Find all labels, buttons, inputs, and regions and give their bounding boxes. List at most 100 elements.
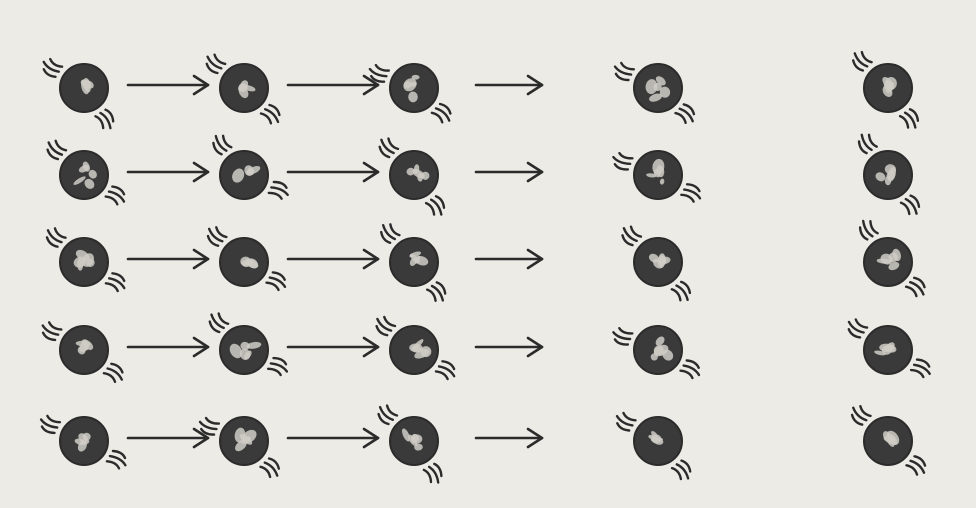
right-arrow-icon — [476, 429, 542, 447]
vibrating-particle-icon — [860, 221, 924, 296]
right-arrow-icon — [128, 429, 208, 447]
motion-line — [870, 221, 877, 233]
right-arrow-icon — [288, 338, 378, 356]
vibrating-particle-icon — [213, 136, 287, 199]
motion-line — [901, 203, 909, 214]
motion-line — [387, 406, 397, 416]
motion-line — [900, 116, 908, 128]
motion-line — [681, 371, 693, 378]
motion-line — [436, 371, 448, 379]
right-arrow-icon — [128, 338, 208, 356]
vibrating-particle-icon — [210, 314, 287, 376]
motion-line — [619, 153, 632, 158]
vibrating-particle-icon — [859, 135, 919, 214]
right-arrow-icon — [476, 76, 542, 94]
motion-line — [219, 314, 228, 324]
motion-line — [110, 456, 126, 465]
motion-line — [631, 227, 641, 237]
motion-line — [617, 416, 632, 425]
motion-line — [106, 283, 118, 291]
motion-line — [390, 224, 399, 235]
right-arrow-icon — [288, 250, 378, 268]
vibrating-particle-icon — [613, 326, 699, 378]
motion-line — [676, 113, 686, 123]
motion-line — [269, 193, 282, 199]
vibrating-particle-icon — [613, 151, 700, 202]
motion-line — [56, 141, 66, 151]
motion-line — [615, 339, 628, 344]
right-arrow-icon — [476, 250, 542, 268]
motion-line — [50, 59, 62, 67]
vibrating-particle-icon — [853, 52, 918, 128]
motion-line — [215, 55, 226, 64]
motion-line — [55, 228, 66, 237]
motion-line — [49, 322, 61, 329]
motion-line — [206, 418, 219, 424]
motion-line — [424, 470, 431, 482]
vibrating-particle-icon — [43, 322, 123, 381]
motion-line — [439, 366, 454, 376]
particle-body — [390, 151, 438, 199]
motion-line — [914, 365, 930, 374]
motion-line — [672, 289, 681, 300]
motion-line — [43, 326, 59, 335]
vibrating-particle-icon — [48, 141, 124, 205]
motion-line — [389, 139, 399, 149]
motion-line — [684, 190, 700, 199]
motion-line — [384, 317, 395, 326]
vibrating-particle-icon — [852, 406, 925, 474]
vibrating-particle-icon — [200, 417, 279, 477]
vibrating-particle-icon — [208, 227, 285, 290]
right-arrow-icon — [288, 76, 378, 94]
vibrating-particle-icon — [381, 224, 445, 300]
vibrating-particle-icon — [615, 63, 694, 123]
vibrating-particle-icon — [380, 139, 444, 215]
vibrating-particle-icon — [44, 59, 114, 128]
motion-line — [619, 328, 632, 333]
motion-line — [107, 461, 119, 468]
right-arrow-icon — [128, 250, 208, 268]
vibrating-particle-icon — [41, 416, 125, 469]
motion-line — [106, 197, 118, 205]
motion-line — [47, 416, 60, 422]
motion-line — [261, 467, 271, 477]
motion-line — [856, 320, 867, 328]
motion-line — [96, 116, 104, 128]
vibrating-particle-icon — [47, 228, 124, 291]
motion-line — [376, 65, 389, 71]
particle-body — [60, 151, 108, 199]
motion-line — [907, 465, 918, 474]
motion-line — [906, 287, 916, 296]
vibrating-particle-icon — [849, 320, 930, 378]
motion-line — [109, 192, 124, 202]
motion-line — [615, 164, 628, 169]
vibrating-particle-icon — [207, 55, 280, 124]
vibrating-particle-icon — [379, 406, 442, 483]
right-arrow-icon — [128, 163, 208, 181]
motion-line — [860, 406, 870, 416]
motion-line — [270, 278, 285, 287]
motion-line — [104, 373, 115, 382]
right-arrow-icon — [476, 338, 542, 356]
motion-line — [621, 63, 634, 69]
right-arrow-icon — [288, 163, 378, 181]
motion-line — [427, 290, 435, 301]
motion-line — [684, 366, 699, 375]
right-arrow-icon — [128, 76, 208, 94]
motion-line — [432, 113, 442, 123]
motion-line — [911, 370, 923, 377]
motion-line — [869, 135, 877, 147]
right-arrow-icon — [288, 429, 378, 447]
motion-line — [681, 195, 693, 202]
right-arrow-icon — [476, 163, 542, 181]
motion-line — [672, 468, 681, 479]
vibrating-particle-icon — [617, 413, 690, 479]
vibrating-particle-icon — [370, 64, 451, 122]
motion-line — [261, 114, 271, 124]
particle-highlight — [411, 434, 423, 444]
motion-line — [109, 278, 124, 288]
motion-line — [426, 203, 434, 215]
motion-line — [44, 62, 59, 72]
motion-line — [216, 227, 226, 237]
